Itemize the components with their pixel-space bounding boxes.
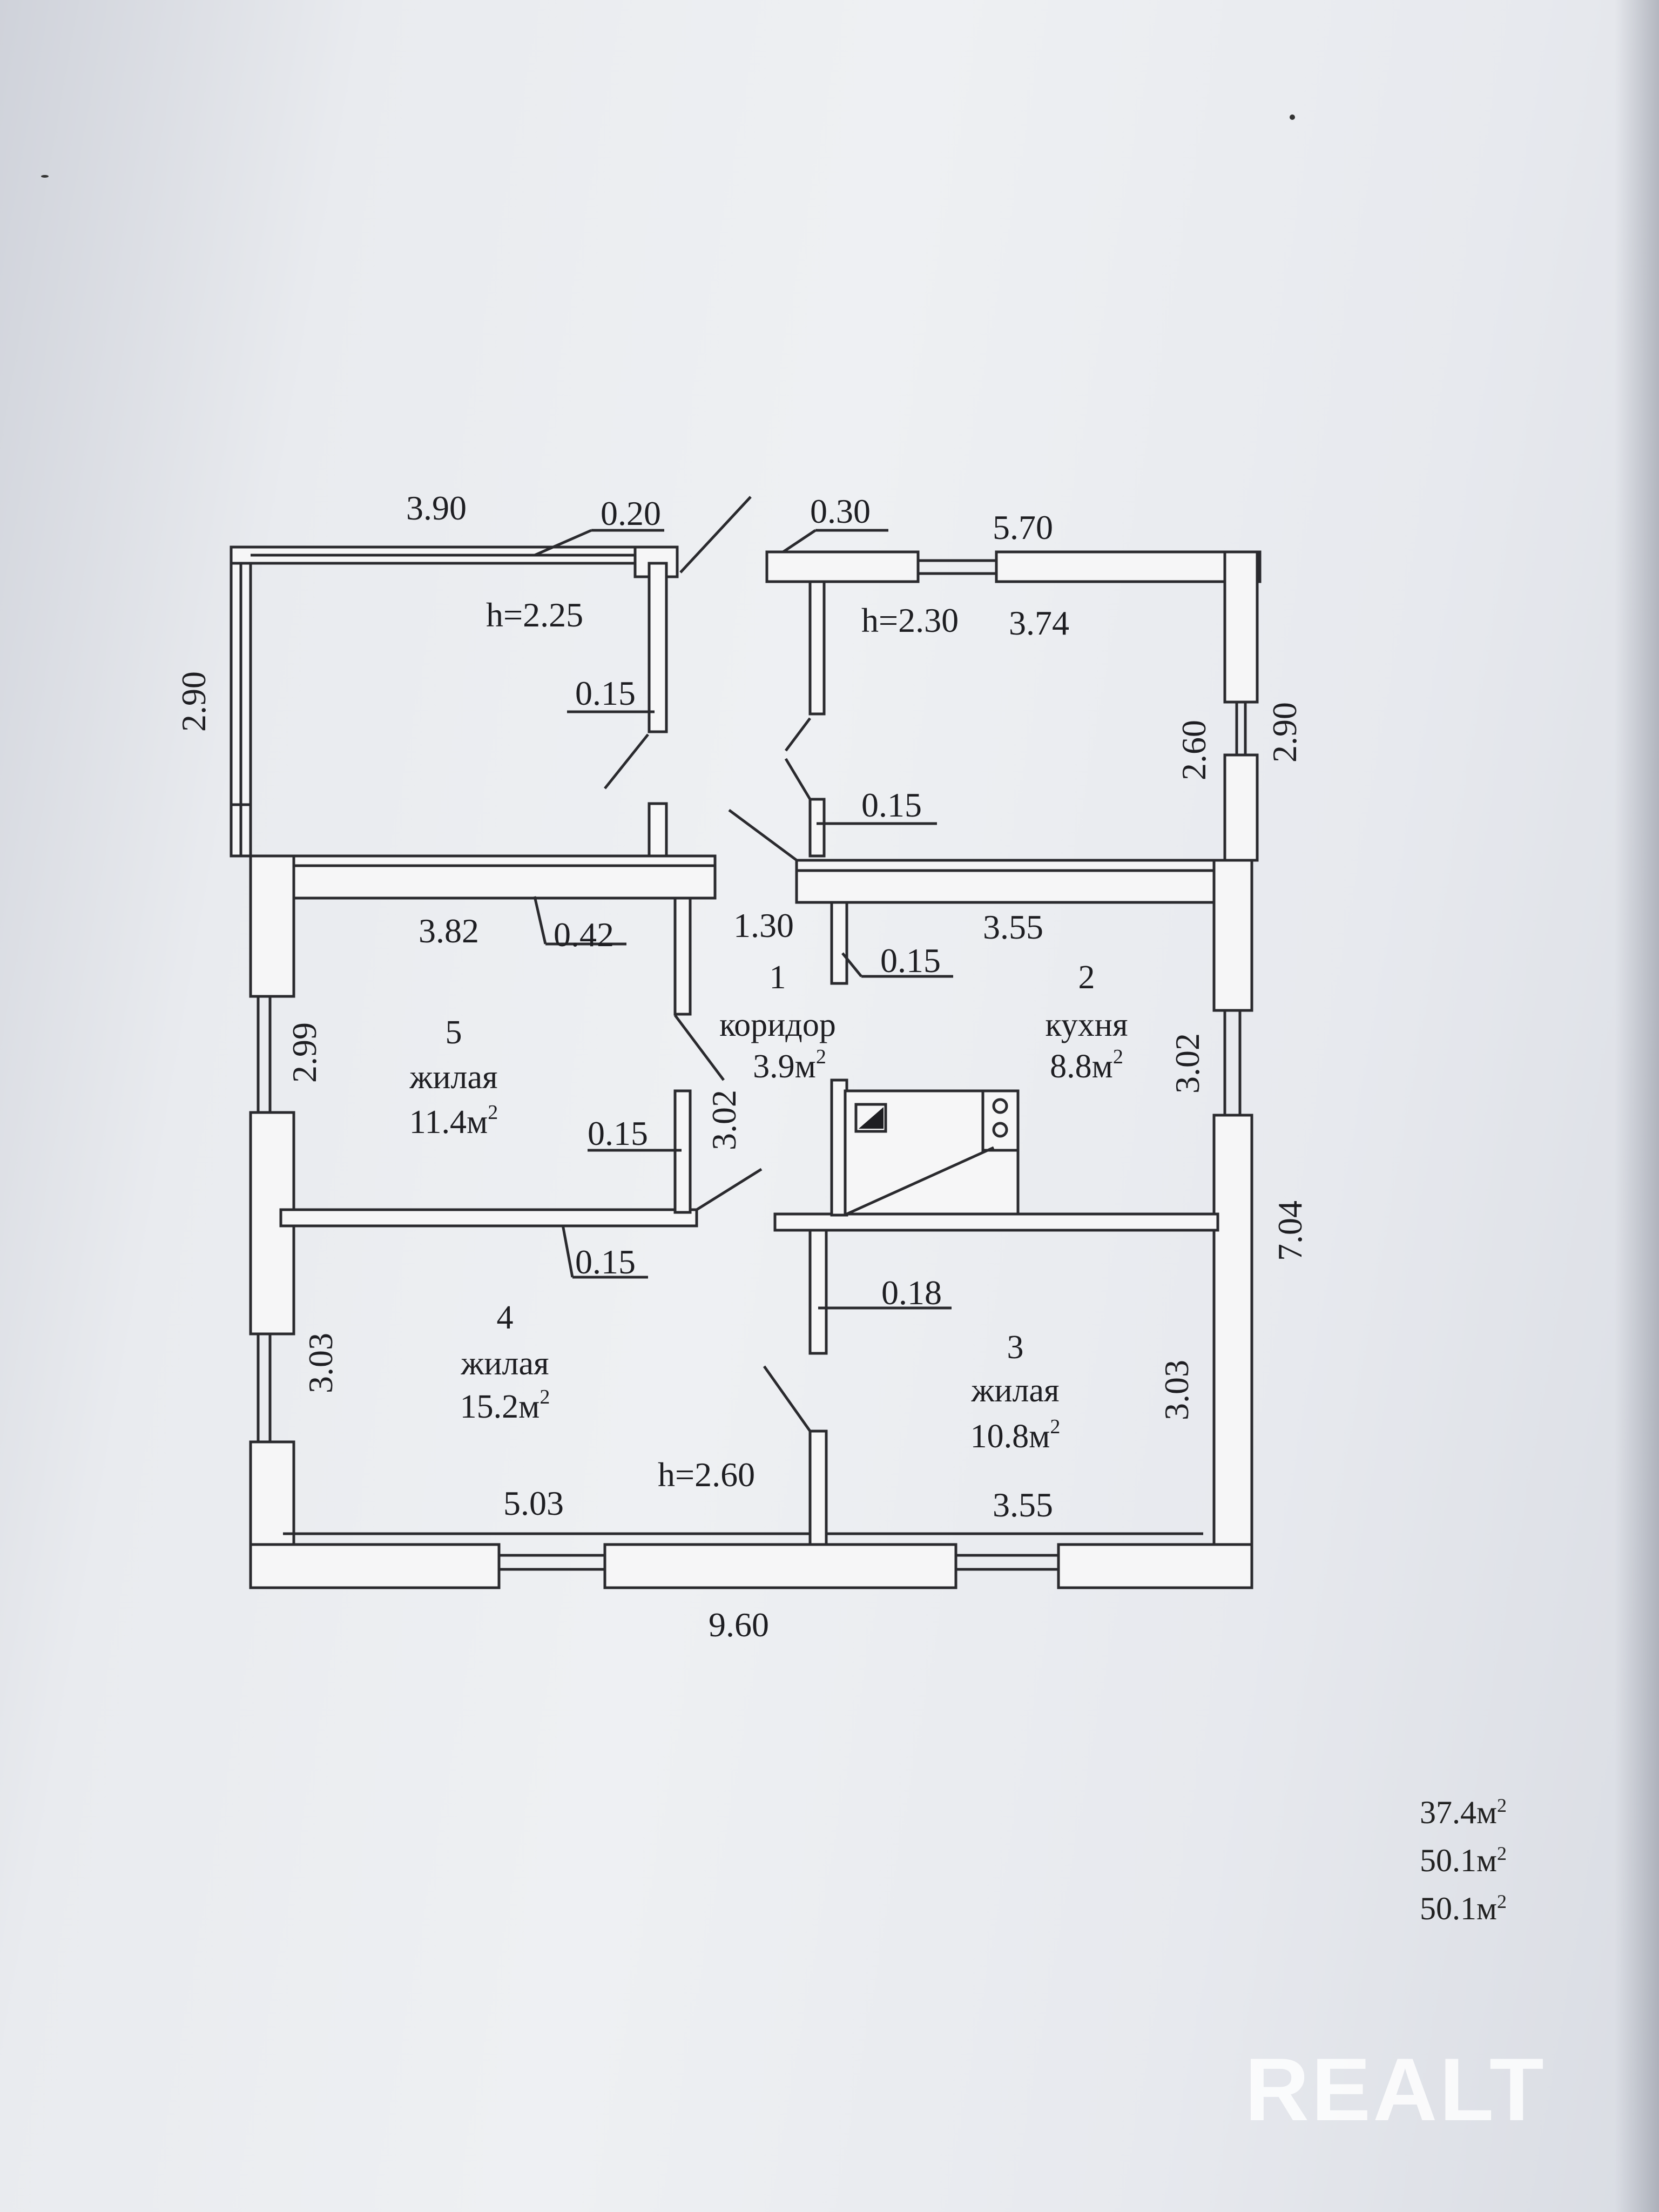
room5-name: жилая	[409, 1059, 498, 1096]
dim-left-height: 2.90	[174, 671, 213, 732]
room1-area-sup: 2	[816, 1046, 826, 1068]
total-area: 50.1м2	[1382, 1833, 1507, 1881]
room2-area-value: 8.8м	[1050, 1048, 1113, 1085]
overall-area-sup: 2	[1497, 1891, 1507, 1912]
dim-room5-height: 2.99	[285, 1022, 323, 1083]
dim-veranda-left-partition: 0.15	[575, 674, 636, 712]
realt-watermark-logo: REALT	[1245, 2040, 1546, 2139]
room3-area-sup: 2	[1050, 1415, 1060, 1438]
dim-room3-width: 3.55	[993, 1486, 1053, 1524]
dim-total-width: 9.60	[709, 1606, 769, 1644]
room1-area: 3.9м2	[753, 1046, 826, 1085]
room3-number: 3	[1007, 1329, 1024, 1366]
total-area-sup: 2	[1497, 1843, 1507, 1864]
dim-room5-wall: 0.42	[554, 915, 614, 954]
room3-name: жилая	[971, 1372, 1060, 1409]
veranda-walls	[230, 496, 1262, 862]
dim-room3-height: 3.03	[1157, 1360, 1196, 1420]
room4-area: 15.2м2	[460, 1386, 550, 1425]
dim-room3-partition: 0.18	[881, 1273, 942, 1312]
room3-area: 10.8м2	[970, 1415, 1061, 1455]
room5-area: 11.4м2	[409, 1101, 498, 1141]
dim-kitchen-height: 3.02	[1168, 1033, 1206, 1094]
total-living-value: 37.4м	[1420, 1795, 1497, 1830]
room1-area-value: 3.9м	[753, 1048, 816, 1085]
dim-corridor-width: 1.30	[733, 906, 794, 945]
room2-area: 8.8м2	[1050, 1046, 1123, 1085]
dim-room5-partition: 0.15	[588, 1114, 648, 1152]
room5-area-value: 11.4м	[409, 1104, 488, 1141]
dim-kitchen-width: 3.55	[983, 908, 1043, 946]
room5-area-sup: 2	[488, 1101, 498, 1124]
room1-name: коридор	[719, 1007, 836, 1043]
dim-right-height: 2.90	[1265, 702, 1304, 763]
dim-house-h: h=2.60	[658, 1455, 755, 1494]
room4-area-value: 15.2м	[460, 1388, 540, 1425]
room2-name: кухня	[1046, 1007, 1128, 1043]
dim-kitchen-partition: 0.15	[880, 941, 941, 980]
paper-edge-shadow	[1615, 0, 1659, 2212]
room3-area-value: 10.8м	[970, 1418, 1050, 1455]
dim-veranda-right-h: h=2.30	[861, 601, 959, 639]
dim-top-right-width: 5.70	[993, 508, 1053, 547]
overall-area-value: 50.1м	[1420, 1891, 1497, 1926]
room1-number: 1	[770, 959, 786, 996]
dim-top-left-wall: 0.20	[601, 494, 661, 532]
dimension-leaders	[533, 529, 953, 1310]
dim-room4-width: 5.03	[503, 1484, 564, 1522]
total-living-sup: 2	[1497, 1795, 1507, 1816]
dim-veranda-right-inner: 3.74	[1009, 604, 1069, 642]
room2-area-sup: 2	[1113, 1046, 1123, 1068]
dim-room4-top-wall: 0.15	[575, 1243, 636, 1281]
total-living-area: 37.4м2	[1382, 1785, 1507, 1833]
room4-area-sup: 2	[539, 1386, 550, 1408]
room-labels: 1 коридор 3.9м2 2 кухня 8.8м2 3 жилая 10…	[409, 959, 1128, 1455]
dim-room5-width: 3.82	[419, 912, 479, 950]
overall-area: 50.1м2	[1382, 1881, 1507, 1929]
room4-name: жилая	[461, 1345, 549, 1382]
area-totals: 37.4м2 50.1м2 50.1м2	[1382, 1785, 1507, 1929]
total-area-value: 50.1м	[1420, 1843, 1497, 1878]
dim-top-right-wall: 0.30	[810, 492, 871, 530]
dim-corridor-height: 3.02	[705, 1090, 743, 1150]
dimension-labels: 3.90 0.20 0.30 5.70 2.90 2.90 h=2.25 h=2…	[174, 489, 1309, 1644]
dim-veranda-right-inner-h: 2.60	[1175, 720, 1213, 780]
paper-speck	[41, 175, 49, 178]
dim-total-depth: 7.04	[1271, 1201, 1309, 1261]
room4-number: 4	[497, 1299, 514, 1336]
room5-number: 5	[446, 1014, 462, 1051]
house-walls	[249, 808, 1253, 1589]
dim-veranda-right-partition: 0.15	[861, 786, 922, 824]
dim-top-left-width: 3.90	[406, 489, 467, 527]
paper-speck	[1290, 114, 1295, 120]
dim-veranda-left-h: h=2.25	[486, 596, 583, 634]
dim-room4-height: 3.03	[301, 1333, 340, 1393]
room2-number: 2	[1078, 959, 1095, 996]
